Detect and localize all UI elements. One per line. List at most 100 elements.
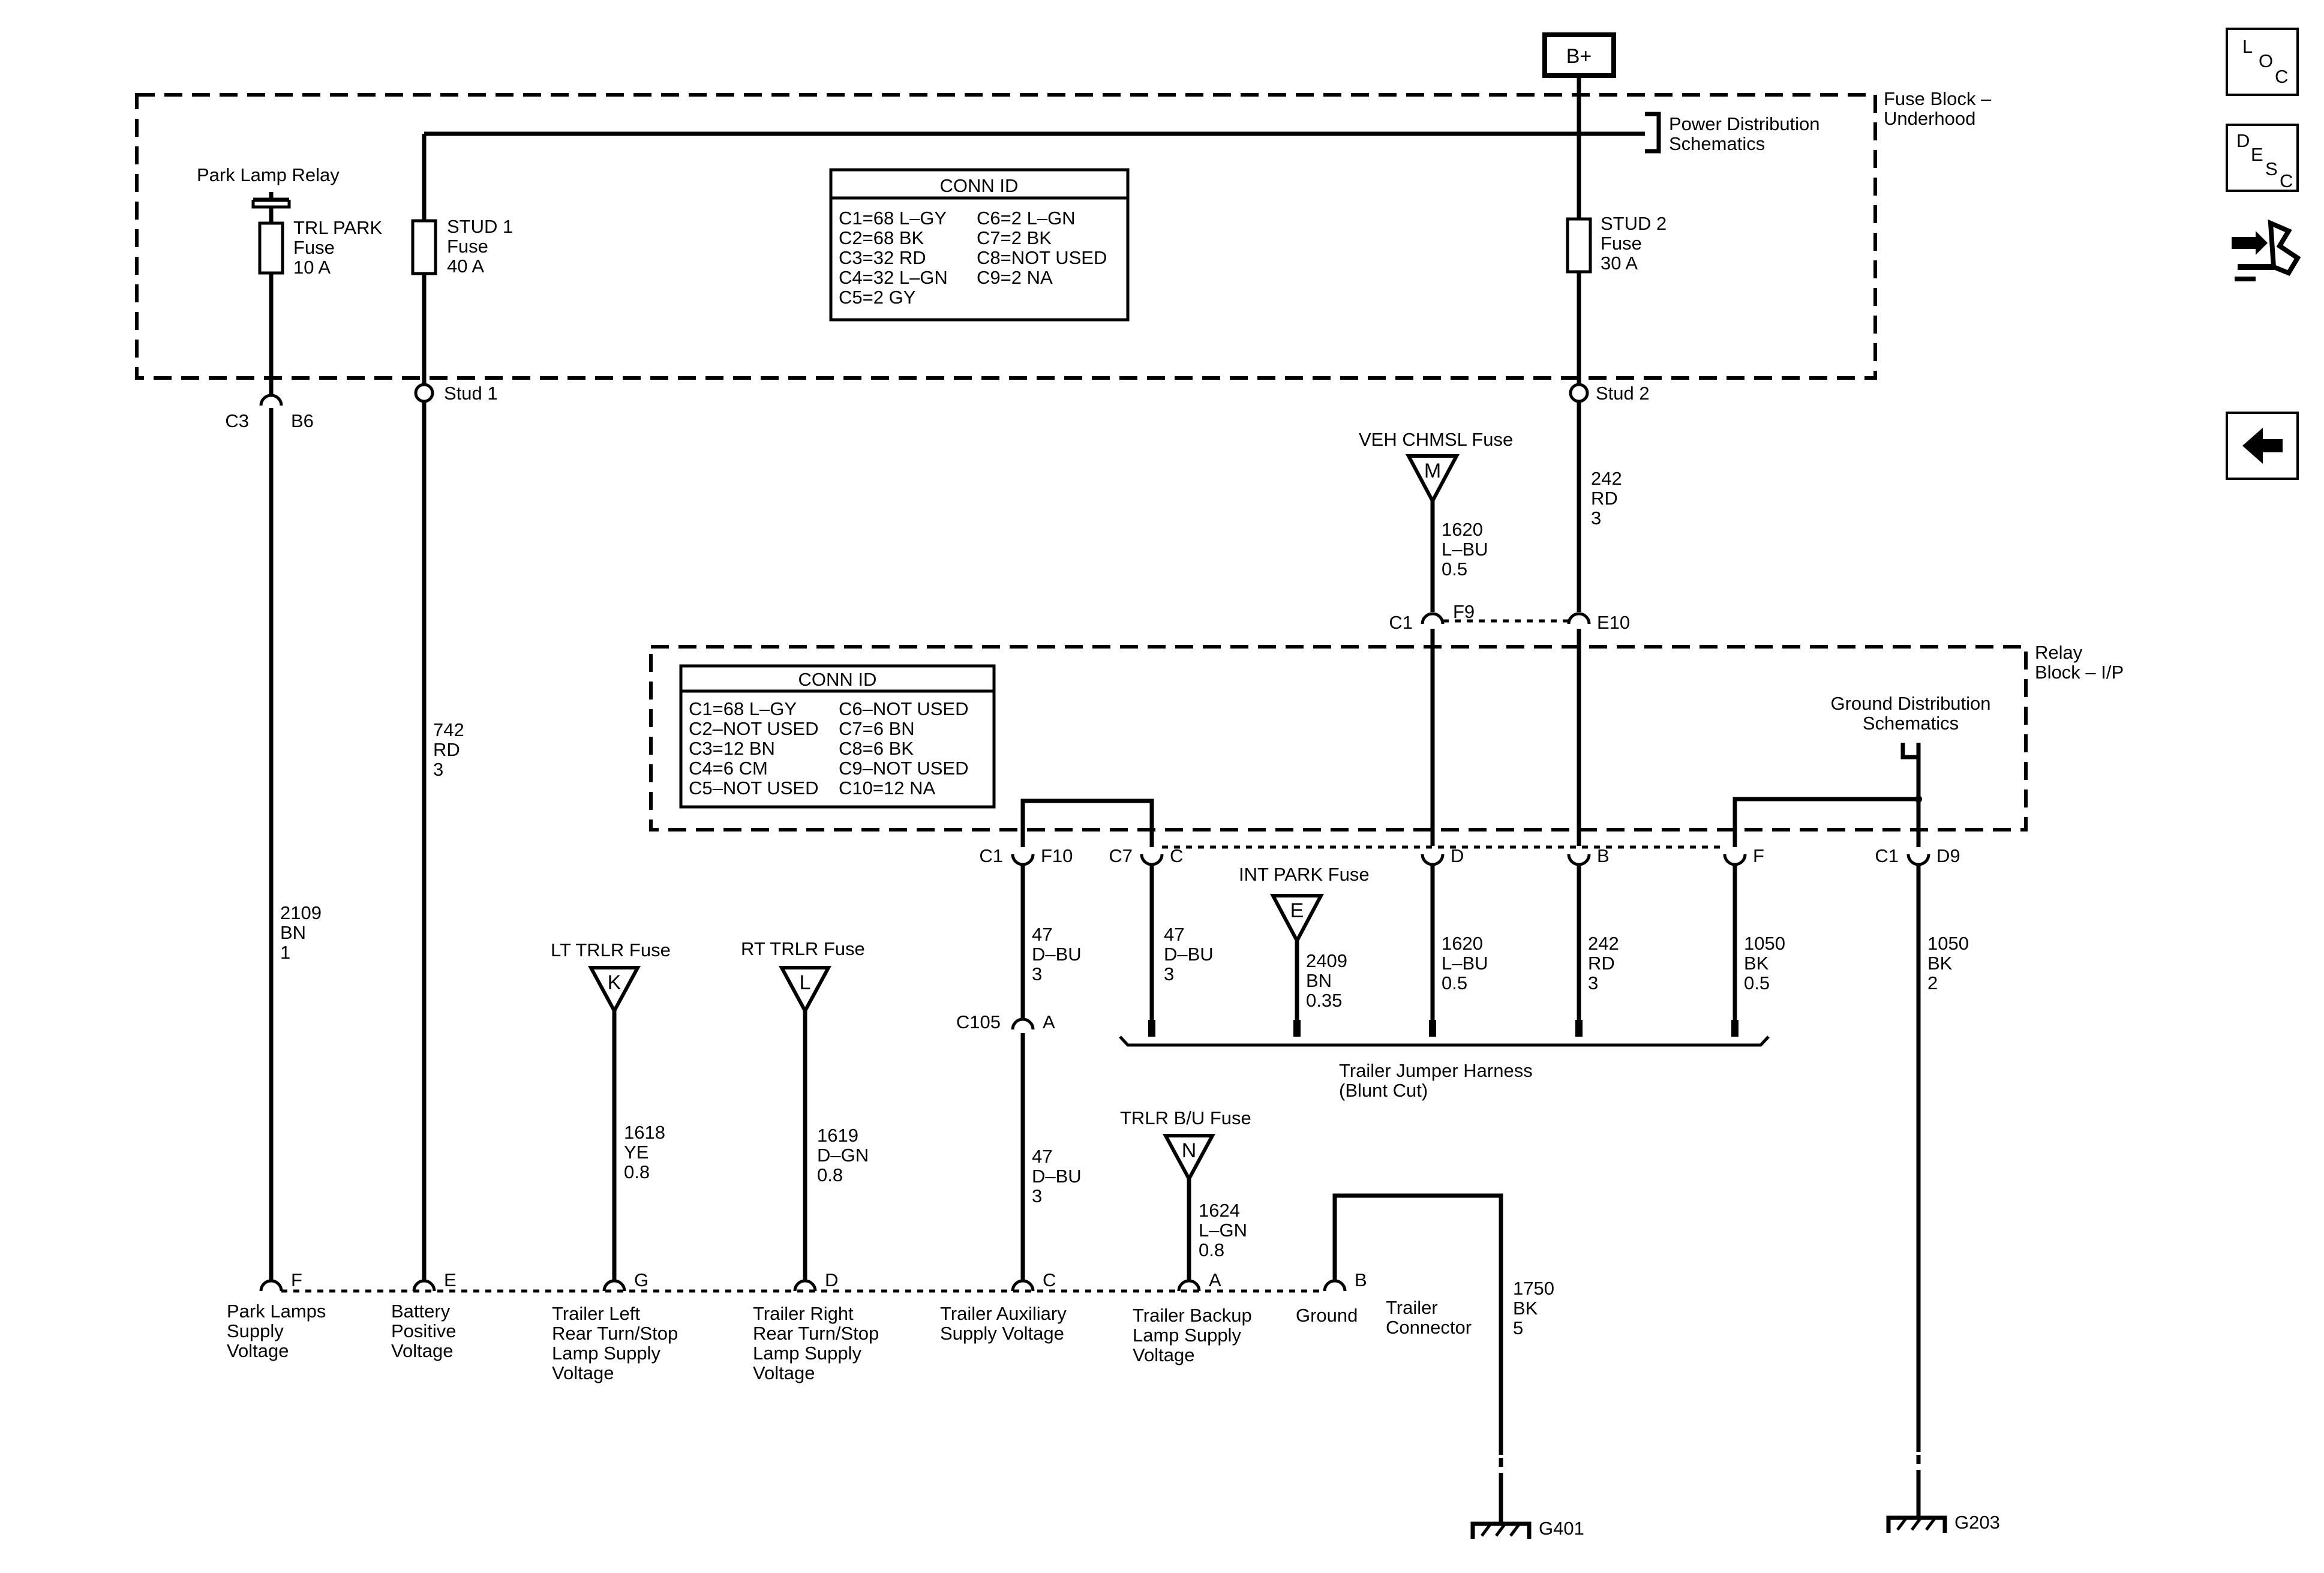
w47-lower-num: 47 [1032,1146,1052,1167]
stud1-fuse-rating: 40 A [447,256,484,277]
loc-icon-l: L [2242,36,2253,57]
pin-a-desc-0: Trailer Backup [1133,1305,1252,1326]
lt-trlr-label: LT TRLR Fuse [551,939,671,960]
pin-c-letter: C [1043,1269,1056,1290]
w1624-color: L–GN [1199,1220,1247,1241]
pin-f-desc-0: Park Lamps [227,1301,326,1322]
w1050-d9-color: BK [1927,953,1953,974]
conn-id-underhood-l4: C5=2 GY [839,287,915,308]
relay-block-title-2: Block – I/P [2035,662,2124,683]
conn-id-ip-l4: C5–NOT USED [689,778,819,798]
pin-a-desc-1: Lamp Supply [1133,1325,1241,1346]
w2109-num: 2109 [280,902,322,923]
trailer-pin-g [602,1279,626,1292]
conn-id-ip-r0: C6–NOT USED [839,698,969,719]
trailer-connector-2: Connector [1386,1317,1472,1338]
pin-g-desc-1: Rear Turn/Stop [552,1323,678,1344]
pin-e-desc-2: Voltage [391,1340,453,1361]
c1-label-f10: C1 [979,845,1003,866]
w1620-low-color: L–BU [1442,953,1488,974]
c3-b6-connector [259,394,283,406]
ground-distribution-1: Ground Distribution [1830,693,1990,714]
loc-button[interactable]: L O C [2226,28,2299,96]
w1750-color: BK [1513,1298,1538,1319]
trlr-bu-letter: N [1182,1139,1197,1162]
conn-id-ip-l2: C3=12 BN [689,738,775,759]
lt-trlr-fuse-symbol [587,966,641,1015]
pin-g-desc-3: Voltage [552,1362,614,1383]
conn-id-ip-title: CONN ID [798,669,877,690]
rt-trlr-letter: L [800,971,811,994]
pin-d-desc-3: Voltage [753,1362,815,1383]
w47-c7-size: 3 [1164,963,1174,984]
w742-color: RD [433,739,460,760]
trailer-connector-1: Trailer [1386,1297,1438,1318]
conn-id-ip-r1: C7=6 BN [839,718,915,739]
w242-low-size: 3 [1588,972,1598,993]
w47-f10-color: D–BU [1032,944,1082,965]
c105-label: C105 [956,1011,1001,1032]
pin-f-desc-1: Supply [227,1320,284,1341]
trl-park-fuse [258,221,284,275]
veh-chmsl-fuse-symbol [1406,454,1460,505]
pin-a-letter: A [1209,1269,1221,1290]
pin-e-desc-1: Positive [391,1320,457,1341]
b-label-relay: B [1597,845,1610,866]
d-label-relay: D [1451,845,1464,866]
ground-distribution-bracket [1900,743,1921,760]
back-button[interactable] [2226,412,2299,480]
trailer-pin-c [1011,1279,1035,1292]
c1-f9-connector [1421,612,1445,625]
connector-diagnostic-icon[interactable] [2232,219,2301,281]
c7-b-connector [1567,854,1591,866]
pin-e-letter: E [444,1269,457,1290]
w742-size: 3 [433,759,443,780]
int-park-fuse-symbol [1270,894,1324,945]
w47-lower-color: D–BU [1032,1166,1082,1187]
fuse-block-underhood-boundary [135,93,1877,380]
pin-c-desc-1: Supply Voltage [940,1323,1064,1344]
loc-icon-o: O [2259,50,2273,71]
stud2-label: Stud 2 [1596,383,1650,404]
w47-c7-color: D–BU [1164,944,1214,965]
wire-1750-bk [1332,1193,1503,1524]
w47-lower-size: 3 [1032,1185,1042,1206]
e10-label: E10 [1597,612,1630,633]
pin-f-desc-2: Voltage [227,1340,289,1361]
w1750-size: 5 [1513,1317,1523,1338]
w1050-f-color: BK [1744,953,1769,974]
c1-e10-connector [1567,612,1591,625]
pin-c-desc-0: Trailer Auxiliary [940,1303,1067,1324]
back-arrow-icon [2242,428,2283,464]
desc-button[interactable]: D E S C [2226,124,2299,192]
loc-icon-c: C [2275,66,2288,87]
trailer-pin-d [793,1279,817,1292]
veh-chmsl-letter: M [1424,460,1441,482]
g203-label: G203 [1954,1512,2000,1533]
ground-g401-icon [1470,1521,1532,1539]
desc-icon-c: C [2280,170,2293,191]
ground-distribution-2: Schematics [1863,713,1959,734]
w1620-low-size: 0.5 [1442,972,1467,993]
w47-f10-num: 47 [1032,924,1052,945]
desc-icon-e: E [2251,144,2263,165]
c7-f-connector [1723,854,1747,866]
w1618-color: YE [624,1142,648,1163]
veh-chmsl-label: VEH CHMSL Fuse [1359,429,1513,450]
lt-trlr-letter: K [608,971,621,994]
rt-trlr-label: RT TRLR Fuse [741,938,865,959]
stud1-terminal [414,383,434,403]
desc-icon-d: D [2236,130,2250,151]
jumper-harness-brace [1119,1035,1770,1047]
stud1-label: Stud 1 [444,383,498,404]
w1624-num: 1624 [1199,1200,1240,1221]
pin-g-desc-2: Lamp Supply [552,1343,660,1364]
g401-label: G401 [1539,1518,1584,1539]
b-plus-label: B+ [1566,45,1592,68]
w1050-d9-size: 2 [1927,972,1938,993]
conn-id-underhood-l2: C3=32 RD [839,247,926,268]
fuse-block-title-2: Underhood [1884,108,1975,129]
w1050-d9-num: 1050 [1927,933,1969,954]
stud2-fuse-type: Fuse [1601,233,1642,254]
trailer-pin-e [412,1279,436,1292]
